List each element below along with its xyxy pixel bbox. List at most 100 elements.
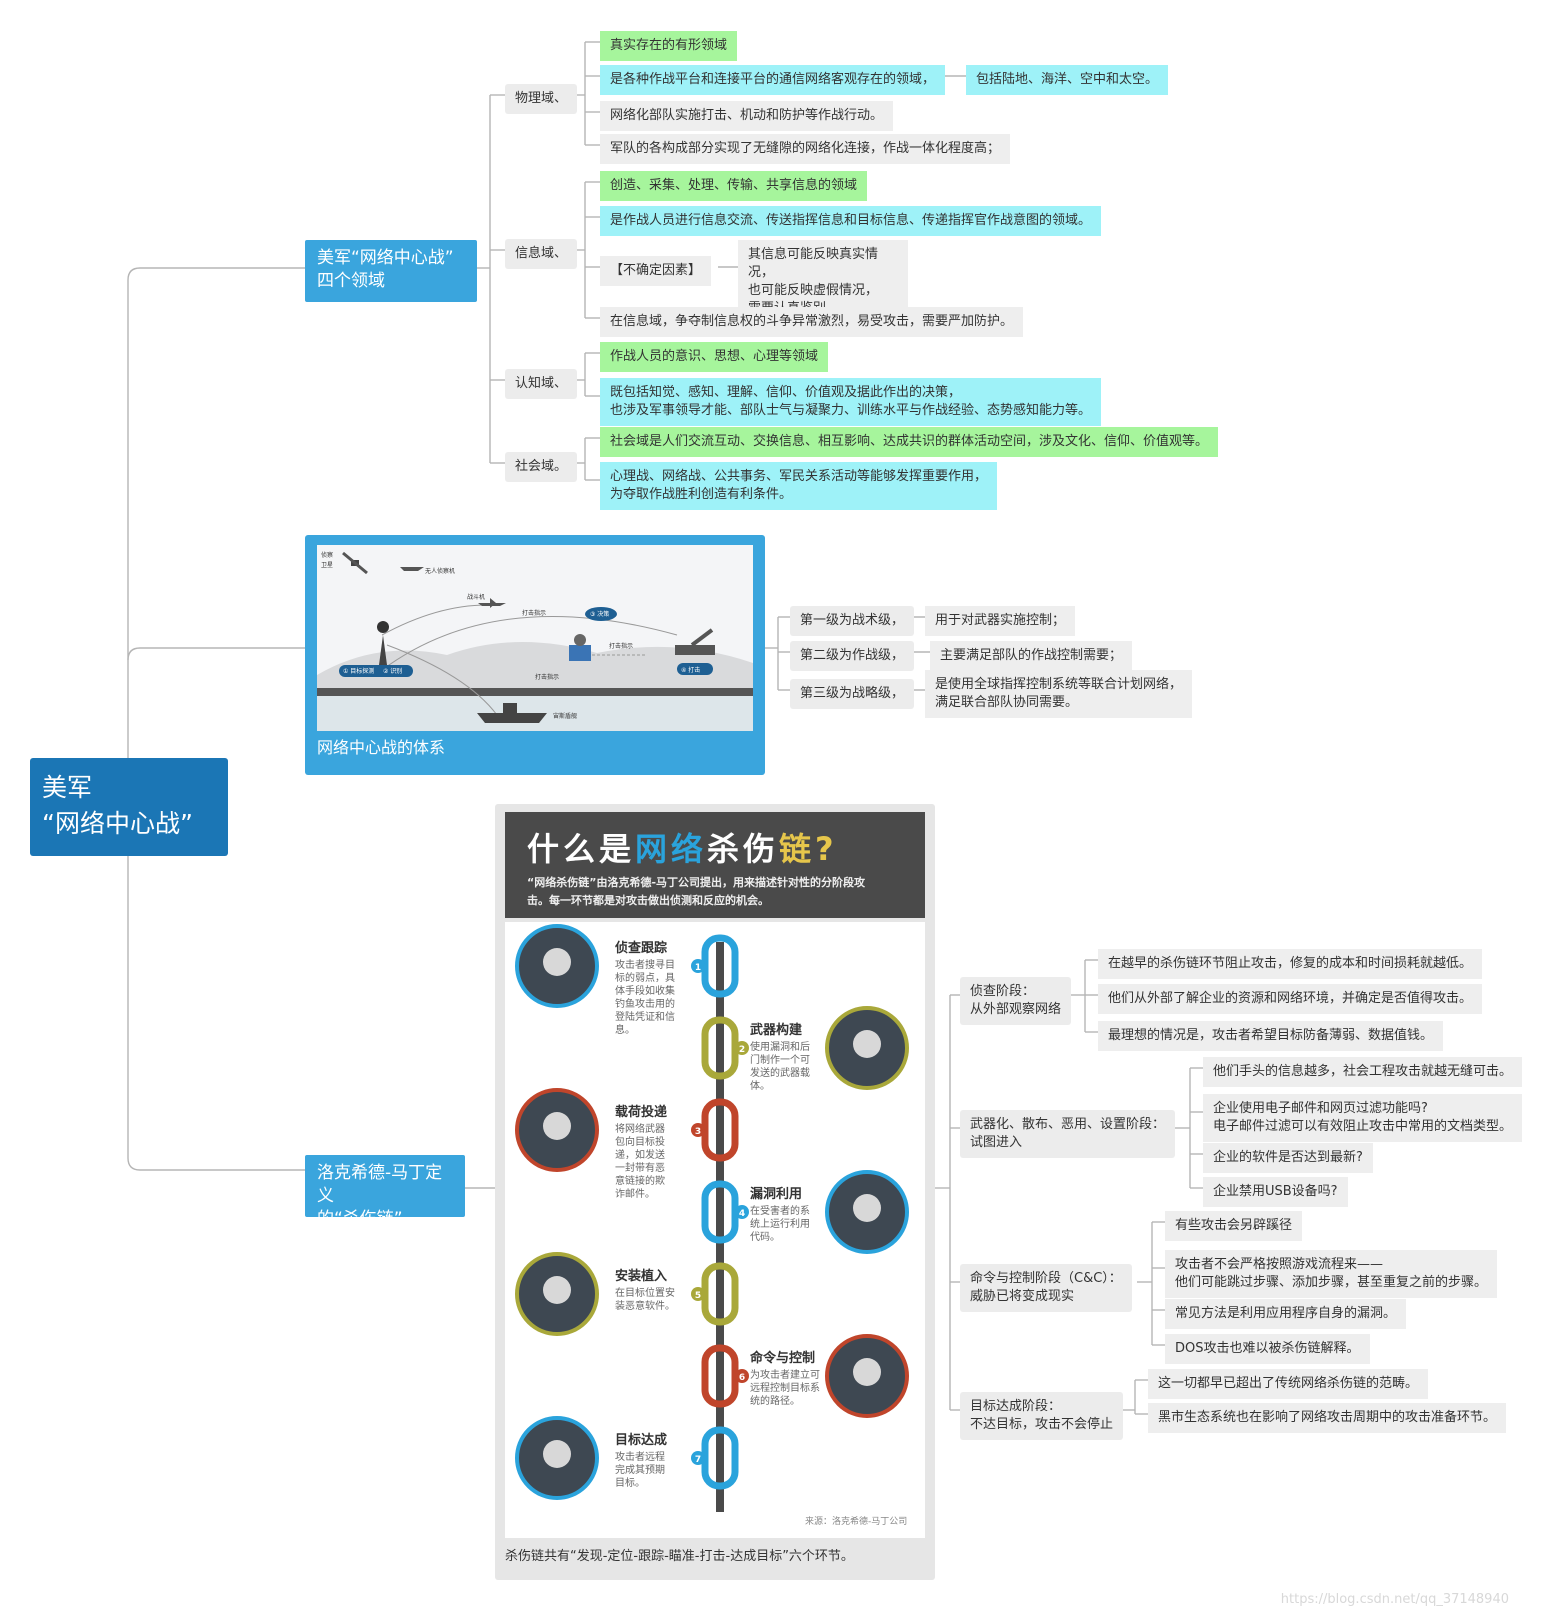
step-desc-line: 使用漏洞和后 <box>750 1040 810 1053</box>
step-number: 7 <box>695 1455 701 1465</box>
step-number: 5 <box>695 1291 701 1301</box>
phase-objective-label[interactable]: 目标达成阶段： 不达目标，攻击不会停止 <box>960 1392 1124 1440</box>
phase-weaponize-item-3[interactable]: 企业的软件是否达到最新? <box>1203 1143 1373 1173</box>
step-desc-line: 统上运行利用 <box>750 1217 810 1230</box>
label-strike-cue-1: 打击指示 <box>522 609 546 617</box>
step-desc-line: 登陆凭证和信 <box>615 1010 675 1023</box>
step-desc-line: 诈邮件。 <box>615 1187 655 1200</box>
step-desc-line: 体手段如收集 <box>615 984 675 997</box>
step-number-badge <box>691 1451 705 1465</box>
phase-recon-item-1[interactable]: 在越早的杀伤链环节阻止攻击，修复的成本和时间损耗就越低。 <box>1098 949 1483 979</box>
step-number-badge <box>691 1123 705 1137</box>
step-icon-glyph <box>853 1030 881 1058</box>
step-desc-line: 攻击者远程 <box>615 1450 665 1463</box>
info-item-4[interactable]: 在信息域，争夺制信息权的斗争异常激烈，易受攻击，需要严加防护。 <box>600 307 1024 337</box>
step-icon-glyph <box>853 1194 881 1222</box>
step-title: 目标达成 <box>615 1432 667 1448</box>
step-icon-glyph <box>543 948 571 976</box>
phase-c2-label[interactable]: 命令与控制阶段（C&C）： 威胁已将变成现实 <box>960 1264 1132 1312</box>
label-uav: 无人侦察机 <box>425 567 455 575</box>
cognitive-item-1[interactable]: 作战人员的意识、思想、心理等领域 <box>600 342 829 372</box>
label-strike-cue-3: 打击指示 <box>535 673 559 681</box>
phase-weaponize-item-1[interactable]: 他们手头的信息越多，社会工程攻击就越无缝可击。 <box>1203 1057 1523 1087</box>
phase-c2-item-3[interactable]: 常见方法是利用应用程序自身的漏洞。 <box>1165 1299 1407 1329</box>
kill-chain-caption: 杀伤链共有“发现-定位-跟踪-瞄准-打击-达成目标”六个环节。 <box>505 1549 854 1564</box>
topic-system[interactable]: 侦察 卫星 无人侦察机 战斗机 打击指示 ③ 决策 打击指示 ① 目标探测 ② … <box>305 535 765 775</box>
step-desc-line: 为攻击者建立可 <box>750 1368 820 1381</box>
step-number: 6 <box>739 1373 745 1383</box>
phase-c2-item-1[interactable]: 有些攻击会另辟蹊径 <box>1165 1211 1303 1241</box>
kill-chain-node[interactable]: 什么是网络杀伤链? “网络杀伤链”由洛克希德-马丁公司提出，用来描述针对性的分阶… <box>495 804 935 1580</box>
physical-item-4[interactable]: 军队的各构成部分实现了无缝隙的网络化连接，作战一体化程度高； <box>600 134 1011 164</box>
info-item-2[interactable]: 是作战人员进行信息交流、传送指挥信息和目标信息、传递指挥官作战意图的领域。 <box>600 206 1102 236</box>
network-centric-warfare-illustration: 侦察 卫星 无人侦察机 战斗机 打击指示 ③ 决策 打击指示 ① 目标探测 ② … <box>317 545 753 731</box>
label-aegis: 宙斯盾舰 <box>553 712 577 720</box>
cognitive-item-2[interactable]: 既包括知觉、感知、理解、信仰、价值观及据此作出的决策， 也涉及军事领导才能、部队… <box>600 378 1102 426</box>
step-desc-line: 递，如发送 <box>615 1148 665 1161</box>
step-desc-line: 发送的武器载 <box>750 1066 810 1079</box>
step-number-badge <box>691 959 705 973</box>
kill-chain-infographic: 1侦查跟踪攻击者搜寻目标的弱点，具体手段如收集钓鱼攻击用的登陆凭证和信息。2武器… <box>505 922 925 1538</box>
cognitive-domain-label[interactable]: 认知域、 <box>505 369 578 399</box>
label-satellite: 卫星 <box>321 562 333 569</box>
phase-weaponize-item-4[interactable]: 企业禁用USB设备吗? <box>1203 1177 1348 1207</box>
phase-objective-item-2[interactable]: 黑市生态系统也在影响了网络攻击周期中的攻击准备环节。 <box>1148 1403 1507 1433</box>
step-desc-line: 意链接的欺 <box>615 1174 665 1187</box>
topic-kill-chain[interactable]: 洛克希德-马丁定义 的“杀伤链” <box>305 1155 465 1229</box>
root-topic[interactable]: 美军 “网络中心战” <box>30 758 228 856</box>
step-number: 3 <box>695 1127 701 1137</box>
phase-weaponize-item-2[interactable]: 企业使用电子邮件和网页过滤功能吗? 电子邮件过滤可以有效阻止攻击中常用的文档类型… <box>1203 1094 1523 1142</box>
phase-weaponize-label[interactable]: 武器化、散布、恶用、设置阶段： 试图进入 <box>960 1110 1176 1158</box>
step-desc-line: 体。 <box>750 1080 770 1092</box>
physical-item-3[interactable]: 网络化部队实施打击、机动和防护等作战行动。 <box>600 101 894 131</box>
step-desc-line: 钓鱼攻击用的 <box>615 997 675 1010</box>
physical-item-2-sub[interactable]: 包括陆地、海洋、空中和太空。 <box>966 65 1169 95</box>
level-2-desc[interactable]: 主要满足部队的作战控制需要； <box>930 641 1133 671</box>
step-icon-glyph <box>853 1358 881 1386</box>
label-identify: ② 识别 <box>383 667 402 675</box>
step-desc-line: 一封带有恶 <box>615 1161 665 1174</box>
system-title: 网络中心战的体系 <box>317 738 446 757</box>
level-1-label[interactable]: 第一级为战术级， <box>790 606 915 636</box>
step-title: 武器构建 <box>750 1022 802 1038</box>
phase-recon-item-3[interactable]: 最理想的情况是，攻击者希望目标防备薄弱、数据值钱。 <box>1098 1021 1444 1051</box>
step-desc-line: 门制作一个可 <box>750 1053 810 1066</box>
phase-objective-item-1[interactable]: 这一切都早已超出了传统网络杀伤链的范畴。 <box>1148 1369 1429 1399</box>
step-number: 4 <box>739 1209 745 1219</box>
step-title: 命令与控制 <box>749 1350 815 1366</box>
label-target-detect: ① 目标探测 <box>343 667 374 675</box>
topic-four-domains[interactable]: 美军“网络中心战” 四个领域 <box>305 240 477 302</box>
phase-c2-item-4[interactable]: DOS攻击也难以被杀伤链解释。 <box>1165 1334 1370 1364</box>
physical-item-2[interactable]: 是各种作战平台和连接平台的通信网络客观存在的领域， <box>600 65 946 95</box>
physical-domain-label[interactable]: 物理域、 <box>505 84 578 114</box>
step-title: 安装植入 <box>615 1268 667 1284</box>
social-item-2[interactable]: 心理战、网络战、公共事务、军民关系活动等能够发挥重要作用， 为夺取作战胜利创造有… <box>600 462 998 510</box>
physical-item-1[interactable]: 真实存在的有形领域 <box>600 31 738 61</box>
step-title: 漏洞利用 <box>750 1186 802 1202</box>
step-number: 1 <box>695 963 701 973</box>
phase-recon-label[interactable]: 侦查阶段： 从外部观察网络 <box>960 977 1072 1025</box>
level-1-desc[interactable]: 用于对武器实施控制； <box>925 606 1076 636</box>
level-3-desc[interactable]: 是使用全球指挥控制系统等联合计划网络， 满足联合部队协同需要。 <box>925 670 1193 718</box>
info-item-1[interactable]: 创造、采集、处理、传输、共享信息的领域 <box>600 171 868 201</box>
infographic-heading: 什么是网络杀伤链? <box>527 830 838 868</box>
step-desc-line: 在目标位置安 <box>615 1286 675 1299</box>
step-number-badge <box>735 1205 749 1219</box>
phase-c2-item-2[interactable]: 攻击者不会严格按照游戏流程来—— 他们可能跳过步骤、添加步骤，甚至重复之前的步骤… <box>1165 1250 1498 1298</box>
info-uncertain-factor[interactable]: 【不确定因素】 <box>600 256 712 286</box>
label-strike-cue-2: 打击指示 <box>609 642 633 650</box>
level-2-label[interactable]: 第二级为作战级， <box>790 641 915 671</box>
label-decision: ③ 决策 <box>590 610 609 618</box>
watermark: https://blog.csdn.net/qq_37148940 <box>1280 1592 1509 1607</box>
info-domain-label[interactable]: 信息域、 <box>505 239 578 269</box>
phase-recon-item-2[interactable]: 他们从外部了解企业的资源和网络环境，并确定是否值得攻击。 <box>1098 984 1483 1014</box>
step-icon-glyph <box>543 1276 571 1304</box>
social-domain-label[interactable]: 社会域。 <box>505 452 578 482</box>
step-title: 侦查跟踪 <box>614 940 667 956</box>
social-item-1[interactable]: 社会域是人们交流互动、交换信息、相互影响、达成共识的群体活动空间，涉及文化、信仰… <box>600 427 1219 457</box>
level-3-label[interactable]: 第三级为战略级， <box>790 679 915 709</box>
